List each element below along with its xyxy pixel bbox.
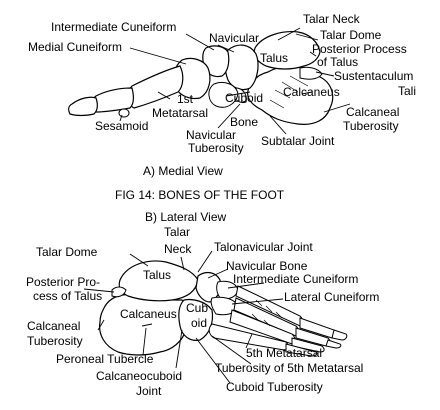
lateral-posterior-process-bone <box>111 286 127 298</box>
label-medial-navicular: Navicular <box>209 31 259 45</box>
lateral-peroneal-tubercle-mark <box>141 323 153 327</box>
medial-leader-lines <box>119 27 351 135</box>
label-lateral-intermediate-cuneiform: Intermediate Cuneiform <box>233 272 358 286</box>
lateral-lateral-cuneiform-bone <box>210 296 239 316</box>
medial-intermediate-cuneiform-bone <box>202 45 230 78</box>
medial-proximal-phalanx-bone <box>90 87 134 113</box>
medial-sesamoid-bone <box>118 108 130 118</box>
label-lateral-talonavicular-joint: Talonavicular Joint <box>214 240 313 254</box>
label-lateral-peroneal-tubercle: Peroneal Tubercle <box>56 352 154 366</box>
lateral-cuboid-bone <box>178 298 214 341</box>
label-medial-calcaneal-tuberosity-line1: Calcaneal <box>346 105 399 119</box>
lateral-leader-lines <box>83 250 284 384</box>
label-medial-cuboid-line1: Cuboid <box>225 91 263 105</box>
label-medial-posterior-process-line1: Posterior Process <box>312 42 407 56</box>
medial-cuboid-bone <box>208 81 239 108</box>
label-lateral-posterior-process-line2: cess of Talus <box>33 289 102 303</box>
label-medial-sustentaculum-line1: Sustentaculum <box>334 69 413 83</box>
label-medial-subtalar-joint: Subtalar Joint <box>261 134 335 148</box>
medial-navicular-bone <box>224 44 259 91</box>
label-medial-medial-cuneiform: Medial Cuneiform <box>28 40 122 54</box>
medial-labels: Intermediate Cuneiform Navicular Talar N… <box>28 12 416 155</box>
medial-distal-phalanx-bone <box>68 96 98 117</box>
lateral-intermediate-cuneiform-bone <box>216 280 239 300</box>
label-medial-intermediate-cuneiform: Intermediate Cuneiform <box>51 20 176 34</box>
label-medial-calcaneal-tuberosity-line2: Tuberosity <box>343 119 399 133</box>
lateral-labels: Talar Neck Talonavicular Joint Talar Dom… <box>26 225 379 398</box>
label-lateral-calcaneocuboid-line2: Joint <box>136 384 162 398</box>
lateral-phalanges-5 <box>285 343 318 357</box>
label-lateral-calcaneocuboid-line1: Calcaneocuboid <box>96 369 182 383</box>
label-lateral-tuberosity-fifth-metatarsal: Tuberosity of 5th Metatarsal <box>215 361 363 375</box>
label-lateral-posterior-process-line1: Posterior Pro- <box>26 275 100 289</box>
lateral-toe-tips <box>325 329 348 349</box>
label-lateral-fifth-metatarsal: 5th Metatarsal <box>246 346 322 360</box>
label-medial-navicular-tuberosity-line2: Tuberosity <box>188 141 244 155</box>
label-medial-sustentaculum-line2: Tali <box>398 84 416 98</box>
lateral-view-caption: B) Lateral View <box>145 210 226 224</box>
label-medial-navicular-tuberosity-line1: Navicular <box>186 128 236 142</box>
label-medial-talus: Talus <box>260 51 288 65</box>
label-lateral-calcaneal-tuberosity-line1: Calcaneal <box>27 319 80 333</box>
label-medial-talar-dome: Talar Dome <box>320 28 382 42</box>
label-lateral-calcaneus: Calcaneus <box>120 307 177 321</box>
medial-sustentaculum-bone <box>299 66 323 80</box>
label-lateral-talar-neck-line2: Neck <box>164 242 192 256</box>
lateral-talus-bone <box>118 260 199 302</box>
label-medial-first-metatarsal-line2: Metatarsal <box>152 106 208 120</box>
label-lateral-cuboid-line2: oid <box>191 316 207 330</box>
medial-view-drawing <box>68 31 334 125</box>
figure-title: FIG 14: BONES OF THE FOOT <box>115 188 285 202</box>
label-medial-posterior-process-line2: of Talus <box>317 55 358 69</box>
label-lateral-talar-neck-line1: Talar <box>164 225 190 239</box>
figure-captions: A) Medial View FIG 14: BONES OF THE FOOT… <box>115 164 285 224</box>
medial-first-metatarsal-bone <box>127 65 184 109</box>
label-medial-first-metatarsal-line1: 1st <box>177 92 194 106</box>
label-lateral-lateral-cuneiform: Lateral Cuneiform <box>284 290 379 304</box>
label-lateral-cuboid-line1: Cub <box>186 301 208 315</box>
label-lateral-talar-dome: Talar Dome <box>36 245 98 259</box>
label-lateral-calcaneal-tuberosity-line2: Tuberosity <box>27 334 83 348</box>
medial-calcaneus-hatching <box>269 75 309 109</box>
label-medial-cuboid-line2: Bone <box>230 115 258 129</box>
lateral-view-drawing <box>99 260 348 357</box>
label-medial-calcaneus: Calcaneus <box>283 85 340 99</box>
label-lateral-cuboid-tuberosity: Cuboid Tuberosity <box>226 380 323 394</box>
medial-view-caption: A) Medial View <box>143 164 223 178</box>
lateral-phalanges-3 <box>291 337 325 353</box>
lateral-metatarsal-hatching <box>251 299 283 327</box>
label-lateral-talus: Talus <box>143 268 171 282</box>
label-lateral-navicular-bone: Navicular Bone <box>226 259 308 273</box>
label-medial-sesamoid: Sesamoid <box>95 119 148 133</box>
label-medial-talar-neck: Talar Neck <box>303 12 361 26</box>
